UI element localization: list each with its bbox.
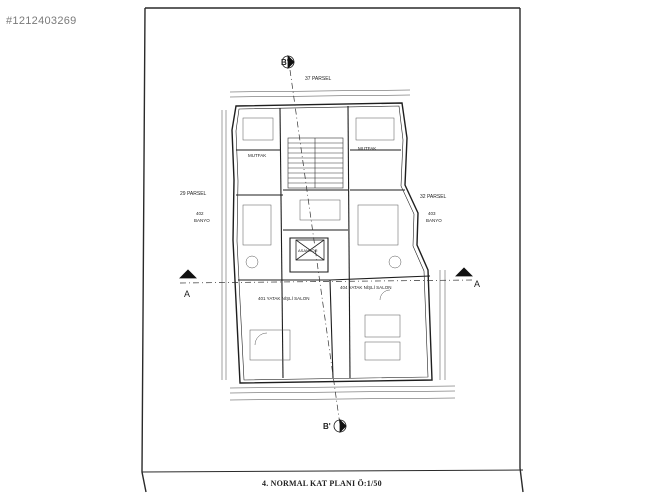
section-marker-b-top — [281, 55, 295, 69]
listing-id: #1212403269 — [6, 15, 77, 27]
room-label-mutfak-right: MUTFAK — [358, 146, 376, 151]
drafting-details — [242, 117, 402, 361]
section-label-b-top: B' — [281, 58, 289, 67]
room-label-banyo-right-no: 403 — [428, 211, 436, 216]
room-label-mutfak-left: MUTFAK — [248, 153, 266, 158]
section-label-b-bottom: B' — [323, 422, 331, 431]
room-label-banyo-left-no: 402 — [196, 211, 204, 216]
parcel-label-left: 29 PARSEL — [180, 191, 207, 197]
interior-walls — [236, 105, 431, 379]
elevator-shaft — [295, 239, 325, 261]
section-label-a-right: A — [474, 279, 480, 289]
building-outline — [231, 102, 433, 384]
staircase — [287, 137, 344, 189]
parcel-label-top: 37 PARSEL — [305, 76, 332, 82]
dimension-lines — [221, 89, 456, 401]
section-line-a — [179, 279, 473, 284]
section-marker-a-left — [179, 269, 197, 279]
room-label-asansor: ASANSÖR — [298, 248, 318, 253]
section-label-a-left: A — [184, 289, 190, 299]
room-label-salon-right: 404 YATAK NİŞLİ SALON — [340, 284, 391, 290]
paper-border — [141, 7, 524, 493]
parcel-label-right: 32 PARSEL — [420, 194, 447, 200]
room-label-banyo-left: BANYO — [194, 218, 210, 223]
plan-title: 4. NORMAL KAT PLANI Ö:1/50 — [262, 479, 382, 488]
room-label-banyo-right: BANYO — [426, 218, 442, 223]
section-marker-b-bottom — [333, 419, 347, 433]
room-label-salon-left: 401 YATAK NİŞLİ SALON — [258, 295, 309, 301]
section-marker-a-right — [455, 267, 473, 277]
